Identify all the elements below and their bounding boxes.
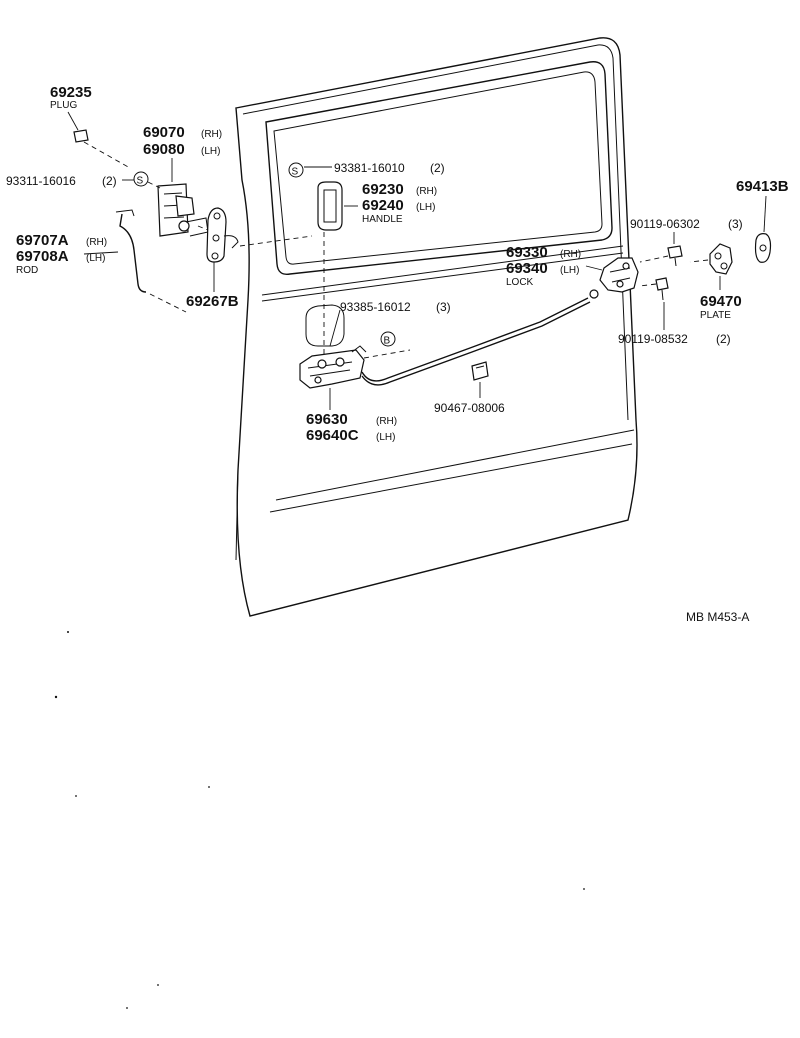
qty-93311: (2)	[102, 174, 117, 188]
part-number-93385: 93385-16012	[340, 300, 411, 314]
inside-handle-69230: 69230 (RH) 69240 (LH) HANDLE	[317, 181, 437, 360]
part-number-69080: 69080	[143, 141, 185, 158]
part-number-69630: 69630	[306, 411, 348, 428]
marker-s-93381: S	[292, 167, 299, 178]
lh-label: (LH)	[376, 432, 395, 443]
screw-93311: 93311-16016 (2) S	[6, 171, 161, 189]
part-number-90119-08532: 90119-08532	[618, 332, 688, 346]
latch-cable	[361, 289, 599, 386]
qty-93381: (2)	[430, 161, 445, 175]
rh-label: (RH)	[201, 129, 222, 140]
part-name-rod: ROD	[16, 265, 38, 276]
door-latch-69630: 69630 (RH) 69640C (LH)	[299, 345, 397, 444]
part-number-69707: 69707A	[16, 232, 69, 249]
remote-control-69267: 69267B	[186, 207, 313, 310]
part-name-plate: PLATE	[700, 310, 731, 321]
plug-69235: 69235 PLUG	[50, 84, 131, 169]
rear-lock-69330: 69330 (RH) 69340 (LH) LOCK	[506, 244, 639, 293]
part-name-lock: LOCK	[506, 277, 534, 288]
part-number-69240: 69240	[362, 197, 404, 214]
part-number-69230: 69230	[362, 181, 404, 198]
lh-label: (LH)	[86, 253, 105, 264]
part-number-69640: 69640C	[306, 427, 359, 444]
part-name-handle: HANDLE	[362, 214, 403, 225]
lh-label: (LH)	[201, 146, 220, 157]
part-number-93311: 93311-16016	[6, 174, 76, 188]
part-number-69267: 69267B	[186, 293, 239, 310]
qty-90119-08532: (2)	[716, 332, 731, 346]
screw-93385: 93385-16012 (3) B	[329, 300, 451, 359]
part-number-69708: 69708A	[16, 248, 69, 265]
screw-93381: S 93381-16010 (2)	[288, 161, 445, 178]
part-number-69070: 69070	[143, 124, 185, 141]
part-number-69470: 69470	[700, 293, 742, 310]
part-number-69235: 69235	[50, 84, 92, 101]
rod-69707: 69707A (RH) 69708A (LH) ROD	[16, 209, 187, 313]
outside-handle-lock-69070: 69070 (RH) 69080 (LH)	[143, 124, 222, 237]
cover-69413: 69413B	[736, 178, 789, 263]
part-number-69413: 69413B	[736, 178, 789, 195]
part-number-69330: 69330	[506, 244, 548, 261]
part-number-90467: 90467-08006	[434, 401, 505, 415]
marker-b-93385: B	[384, 336, 391, 347]
part-number-93381: 93381-16010	[334, 161, 405, 175]
clip-90467: 90467-08006	[434, 361, 505, 415]
qty-93385: (3)	[436, 300, 451, 314]
bolt-90119-06302: 90119-06302 (3)	[630, 217, 743, 267]
qty-90119-06302: (3)	[728, 217, 743, 231]
rh-label: (RH)	[416, 186, 437, 197]
rh-label: (RH)	[86, 237, 107, 248]
lh-label: (LH)	[560, 265, 579, 276]
lh-label: (LH)	[416, 202, 435, 213]
scan-specks	[54, 631, 585, 1009]
bolt-90119-08532: 90119-08532 (2)	[618, 277, 731, 346]
sliding-door-panel	[235, 37, 638, 617]
plate-69470: 69470 PLATE	[689, 243, 742, 321]
part-number-90119-06302: 90119-06302	[630, 217, 700, 231]
rh-label: (RH)	[376, 416, 397, 427]
part-name-plug: PLUG	[50, 100, 77, 111]
marker-s-93311: S	[137, 176, 144, 187]
part-number-69340: 69340	[506, 260, 548, 277]
diagram-code: MB M453-A	[686, 610, 749, 624]
rh-label: (RH)	[560, 249, 581, 260]
